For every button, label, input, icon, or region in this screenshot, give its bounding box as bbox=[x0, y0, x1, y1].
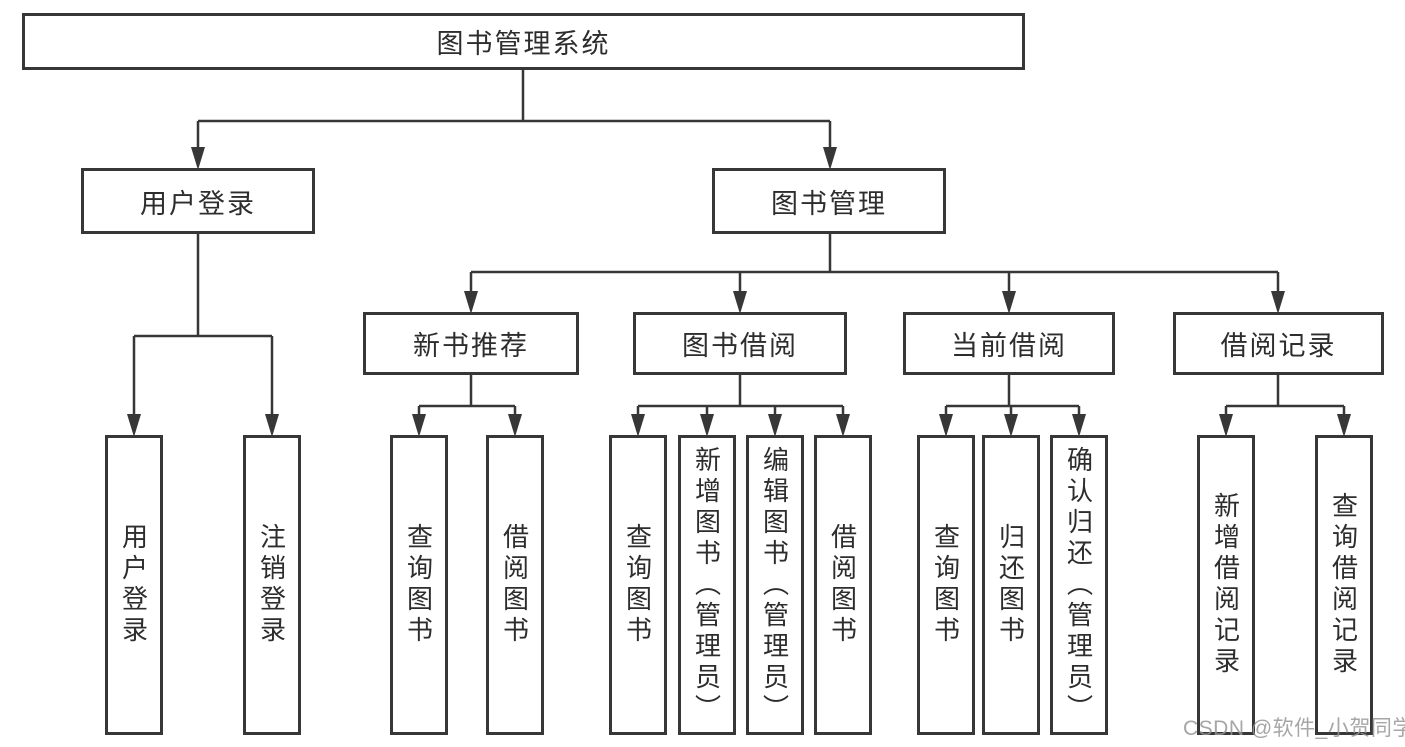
node-book-management: 图书管理 bbox=[712, 168, 946, 234]
node-borrow-records: 借阅记录 bbox=[1173, 312, 1384, 375]
leaf-borrow-book-recommend: 借阅图书 bbox=[486, 435, 544, 735]
connector-path bbox=[132, 69, 1346, 418]
node-book-borrow: 图书借阅 bbox=[633, 312, 847, 375]
connector-lines bbox=[132, 69, 1346, 418]
arrowhead-path bbox=[127, 147, 1351, 437]
leaf-logout: 注销登录 bbox=[243, 435, 301, 735]
csdn-watermark: CSDN @软件_小贺同学 bbox=[1183, 717, 1405, 740]
node-current-borrow: 当前借阅 bbox=[903, 312, 1115, 375]
leaf-return-book: 归还图书 bbox=[982, 435, 1040, 735]
leaf-add-borrow-record: 新增借阅记录 bbox=[1197, 435, 1255, 735]
leaf-borrow-book: 借阅图书 bbox=[814, 435, 872, 735]
leaf-confirm-return-admin: 确认归还（管理员） bbox=[1050, 435, 1108, 735]
leaf-user-login: 用户登录 bbox=[105, 435, 163, 735]
node-library-management-system: 图书管理系统 bbox=[22, 13, 1025, 70]
node-user-login: 用户登录 bbox=[81, 168, 315, 234]
arrowheads bbox=[127, 147, 1351, 437]
leaf-query-book-recommend: 查询图书 bbox=[390, 435, 448, 735]
node-new-book-recommend: 新书推荐 bbox=[363, 312, 579, 375]
leaf-query-book-borrow: 查询图书 bbox=[609, 435, 667, 735]
leaf-add-book-admin: 新增图书（管理员） bbox=[678, 435, 736, 735]
leaf-edit-book-admin: 编辑图书（管理员） bbox=[746, 435, 804, 735]
leaf-query-borrow-record: 查询借阅记录 bbox=[1315, 435, 1373, 735]
leaf-query-book-current: 查询图书 bbox=[917, 435, 975, 735]
